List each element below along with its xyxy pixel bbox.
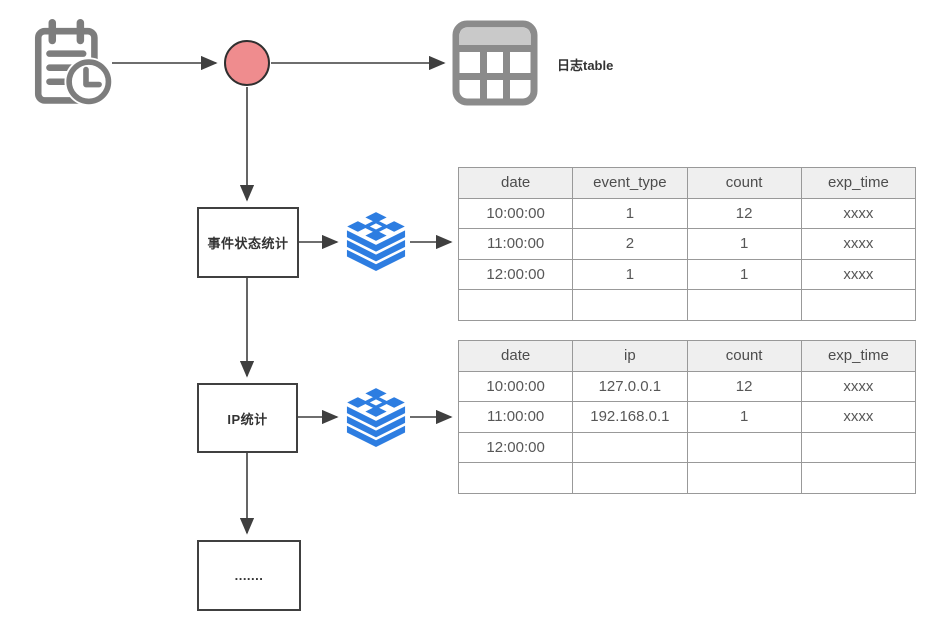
column-header: count (686, 167, 802, 199)
clipboard-clock-icon (27, 17, 115, 109)
table-row: 12:00:00 1 1 xxxx (457, 258, 917, 291)
event-status-box-label: 事件状态统计 (207, 236, 289, 251)
more-box: ....... (197, 540, 301, 611)
table-cell: 1 (572, 197, 688, 230)
log-table-label: 日志table (557, 58, 614, 73)
table-cell: 127.0.0.1 (572, 370, 688, 403)
event-status-table: date event_type count exp_time 10:00:00 … (457, 167, 917, 321)
table-cell (457, 462, 574, 494)
column-header: date (457, 167, 574, 199)
table-cell: 1 (572, 258, 688, 291)
table-cell (572, 289, 688, 321)
table-cell: 10:00:00 (457, 370, 574, 403)
ip-stats-box-label: IP统计 (227, 411, 268, 427)
table-cell: 192.168.0.1 (572, 401, 688, 433)
table-row (457, 462, 917, 494)
table-cell: 12 (686, 197, 802, 230)
start-node-circle (224, 40, 270, 86)
table-cell: 1 (686, 401, 802, 433)
table-row: 11:00:00 192.168.0.1 1 xxxx (457, 401, 917, 433)
table-cell (686, 431, 802, 464)
table-cell: 12:00:00 (457, 258, 574, 291)
table-cell: xxxx (800, 370, 917, 403)
table-cell: 11:00:00 (457, 401, 574, 433)
table-cell (800, 289, 917, 321)
table-row: 10:00:00 127.0.0.1 12 xxxx (457, 370, 917, 403)
table-header-row: date ip count exp_time (457, 340, 917, 372)
table-cell: 1 (686, 228, 802, 260)
table-cell (572, 462, 688, 494)
column-header: exp_time (800, 340, 917, 372)
table-cell: xxxx (800, 197, 917, 230)
table-row: 12:00:00 (457, 431, 917, 464)
cache-stack-icon (345, 210, 407, 272)
table-row: 10:00:00 1 12 xxxx (457, 197, 917, 230)
table-cell (457, 289, 574, 321)
table-cell: xxxx (800, 228, 917, 260)
table-cell (686, 289, 802, 321)
table-cell: 12:00:00 (457, 431, 574, 464)
table-row: 11:00:00 2 1 xxxx (457, 228, 917, 260)
table-cell: 10:00:00 (457, 197, 574, 230)
more-box-label: ....... (234, 568, 264, 583)
log-table-icon (452, 20, 538, 106)
event-status-box: 事件状态统计 (197, 207, 299, 278)
ip-stats-box: IP统计 (197, 383, 298, 453)
cache-stack-icon (345, 386, 407, 448)
table-cell: xxxx (800, 258, 917, 291)
table-cell (800, 462, 917, 494)
table-header-row: date event_type count exp_time (457, 167, 917, 199)
column-header: count (686, 340, 802, 372)
table-cell (572, 431, 688, 464)
column-header: event_type (572, 167, 688, 199)
table-row (457, 289, 917, 321)
table-cell: xxxx (800, 401, 917, 433)
column-header: ip (572, 340, 688, 372)
table-cell (800, 431, 917, 464)
column-header: exp_time (800, 167, 917, 199)
table-cell: 12 (686, 370, 802, 403)
table-cell: 11:00:00 (457, 228, 574, 260)
table-cell: 1 (686, 258, 802, 291)
table-cell (686, 462, 802, 494)
table-cell: 2 (572, 228, 688, 260)
ip-stats-table: date ip count exp_time 10:00:00 127.0.0.… (457, 340, 917, 494)
column-header: date (457, 340, 574, 372)
